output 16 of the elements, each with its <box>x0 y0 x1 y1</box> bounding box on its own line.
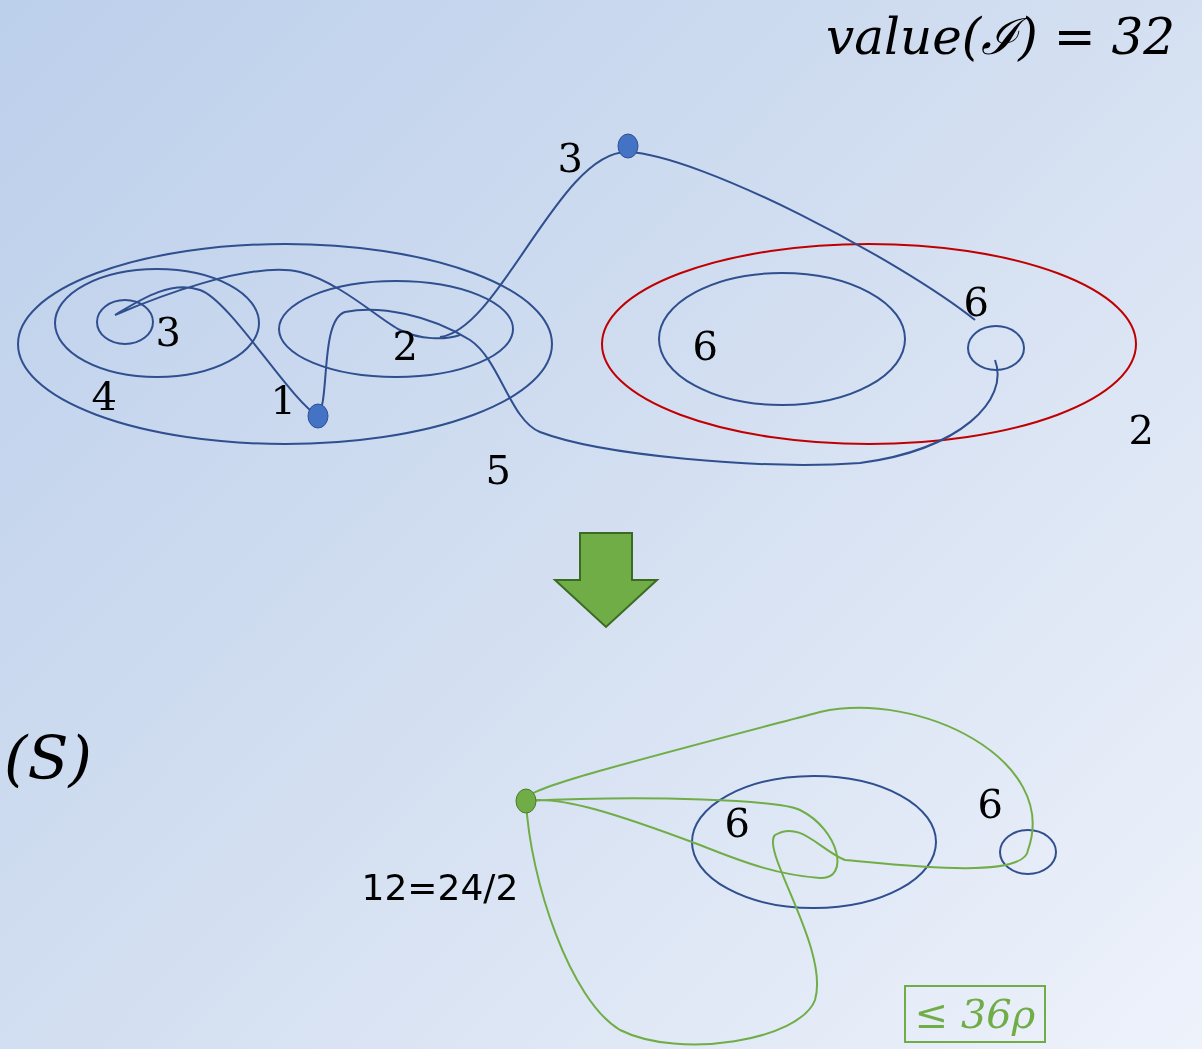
formula-text: (S) <box>4 728 92 788</box>
curve-number: 6 <box>977 784 1003 824</box>
fraction-text: 12=24/2 <box>361 870 519 906</box>
curve-number: 5 <box>485 450 511 490</box>
curve-number: 6 <box>963 282 989 322</box>
curve-number: 3 <box>557 138 583 178</box>
curve-number: 2 <box>1128 410 1154 450</box>
curve-number: 6 <box>692 326 718 366</box>
formula-text: value(ℐ) = 32 <box>826 12 1176 62</box>
curve-number: 2 <box>392 326 418 366</box>
bound-text: ≤ 36ρ <box>914 994 1036 1034</box>
curve-number: 3 <box>155 312 181 352</box>
bound-box <box>904 985 1046 1043</box>
curve-number: 4 <box>91 376 117 416</box>
curve-number: 1 <box>270 380 296 420</box>
curve-number: 6 <box>724 803 750 843</box>
